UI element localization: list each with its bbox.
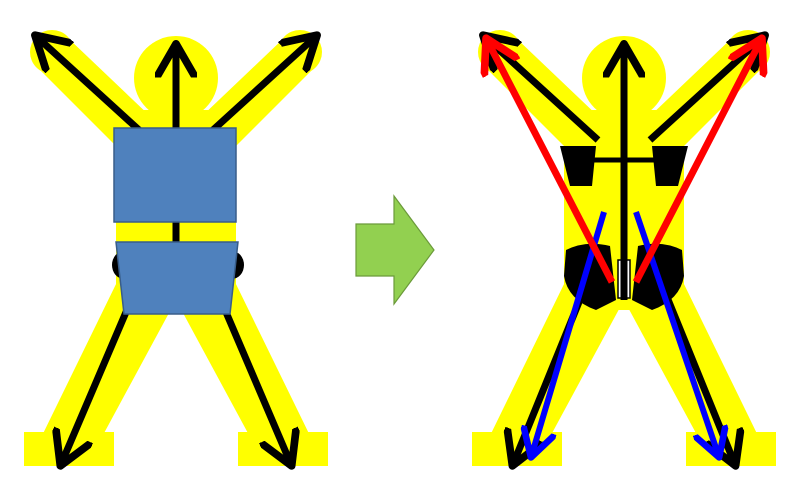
right-block-arrow-icon	[355, 194, 435, 306]
left-arm-arrow-left	[38, 38, 153, 143]
left-figure	[24, 30, 328, 466]
left-arm-arrow-right	[199, 38, 314, 143]
right-shoulder-block-left	[560, 146, 596, 186]
right-figure	[472, 30, 776, 466]
left-upper-box	[113, 127, 237, 223]
right-red-arrow-left	[488, 42, 616, 284]
right-shoulder-block-right	[652, 146, 688, 186]
left-lower-box	[115, 241, 239, 315]
right-blue-arrow-left	[532, 211, 607, 454]
right-arm-arrow-right	[647, 38, 762, 143]
right-red-arrow-right	[632, 42, 760, 284]
right-arm-arrow-left	[486, 38, 601, 143]
